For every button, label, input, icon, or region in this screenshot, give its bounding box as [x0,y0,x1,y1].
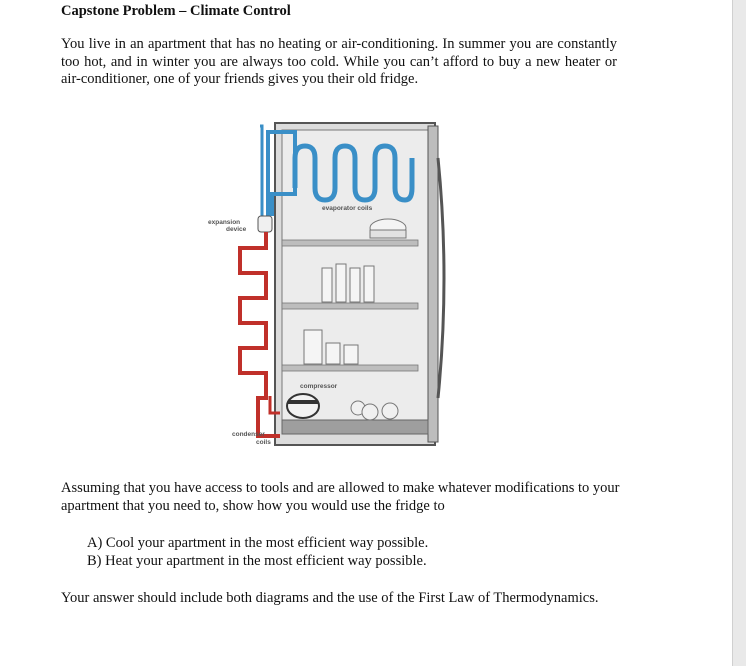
page-title: Capstone Problem – Climate Control [61,3,291,19]
cold-refrigerant-line [266,130,297,216]
plate [369,229,407,239]
label-condenser-2: coils [256,439,271,446]
task-paragraph: Assuming that you have access to tools a… [61,480,620,514]
door-handle [436,157,446,399]
shelf [281,302,419,310]
intro-paragraph: You live in an apartment that has no hea… [61,36,617,87]
label-expansion: expansion [208,219,240,226]
option-a: A) Cool your apartment in the most effic… [87,535,429,551]
condenser-coil [238,232,268,418]
bottles [321,263,375,303]
shelf [281,364,419,372]
fridge-door-edge [427,125,439,443]
cartons [303,329,359,365]
fridge-diagram: evaporator coils expansion device compre… [208,122,446,446]
bottom-base [281,419,429,435]
evaporator-coil [292,143,415,203]
scrollbar[interactable] [732,0,746,666]
cold-return-line [260,124,264,216]
closing-paragraph: Your answer should include both diagrams… [61,590,599,606]
expansion-device [257,215,273,233]
label-condenser: condenser [232,431,265,438]
label-expansion-2: device [226,226,247,233]
option-b: B) Heat your apartment in the most effic… [87,552,427,569]
compressor [286,393,320,419]
produce [350,400,399,421]
shelf [281,239,419,247]
options-list: A) Cool your apartment in the most effic… [87,535,428,570]
label-evaporator: evaporator coils [322,205,373,212]
label-compressor: compressor [300,383,338,390]
